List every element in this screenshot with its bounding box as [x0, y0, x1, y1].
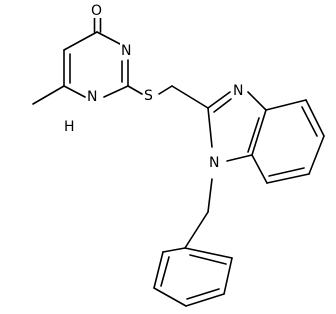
c4-c5-bond [63, 31, 98, 51]
n1-c2-bond [103, 85, 129, 98]
methyl-bond [32, 85, 65, 105]
phenyl-bond-6-inner [189, 254, 227, 265]
c4-c5-benz-bond-inner [301, 106, 318, 137]
c3a-c7a-bond [251, 109, 267, 156]
c7a-n1prime-bond [226, 154, 253, 162]
oxygen-atom: O [90, 2, 104, 19]
sulfur-label: S [144, 88, 153, 104]
imidazole-n3-label: N [233, 83, 243, 99]
imidazole-ring [207, 91, 267, 162]
sulfur-atom: S [143, 88, 157, 104]
n1prime-c2prime-bond [207, 107, 213, 148]
c2-s-bond [127, 85, 143, 95]
c3a-c4-bond [265, 99, 307, 111]
c2prime-n3prime-bond [207, 91, 231, 109]
thioether-linker [127, 85, 209, 109]
imidazole-n1-label: N [209, 155, 219, 171]
imidazole-n3-atom: N [232, 83, 246, 99]
pyrimidine-n1h-hydrogen-label: H [64, 119, 75, 135]
pyrimidine-n3-atom: N [120, 43, 133, 59]
phenyl-bond-2 [153, 251, 164, 289]
phenyl-bond-3 [153, 287, 187, 307]
atom-labels: O N N H S N N [64, 2, 246, 171]
phenyl-bond-4-inner [186, 288, 220, 300]
c2prime-n3prime-bond-inner [213, 98, 232, 113]
c6-c7-benz-bond-inner [268, 167, 305, 177]
n3-c4-bond [96, 31, 121, 45]
benzimidazole-benzene-ring [247, 99, 325, 184]
n1prime-benzyl-ch2-bond [207, 178, 213, 213]
pyrimidinone-ring [32, 17, 129, 105]
phenyl-bond-2-inner [160, 256, 170, 287]
c6-n1-bond [63, 85, 86, 98]
phenyl-bond-6 [184, 247, 233, 259]
benzyl-ch2-ipso-bond [184, 211, 209, 249]
n3prime-c3a-bond [247, 91, 267, 111]
c5-c6-benz-bond [308, 135, 325, 175]
s-ch2-bond [158, 85, 173, 95]
c7-c7a-bond [251, 154, 268, 184]
imidazole-n1-atom: N [208, 155, 222, 171]
pyrimidine-n1h-label: N [87, 89, 97, 105]
oxygen-label: O [91, 3, 102, 19]
pyrimidine-n3-label: N [121, 43, 131, 59]
c4-c5-benz-bond [305, 99, 325, 137]
phenyl-bond-5 [223, 257, 233, 295]
pyrimidine-n1h-atom: N H [64, 89, 99, 135]
phenyl-bond-4 [185, 293, 225, 307]
benzyl-group [153, 178, 233, 307]
c6-c7-benz-bond [266, 173, 310, 184]
c3a-c7a-inner [247, 117, 260, 153]
ch2-c2prime-bond [171, 85, 209, 109]
phenyl-bond-1 [162, 247, 186, 253]
